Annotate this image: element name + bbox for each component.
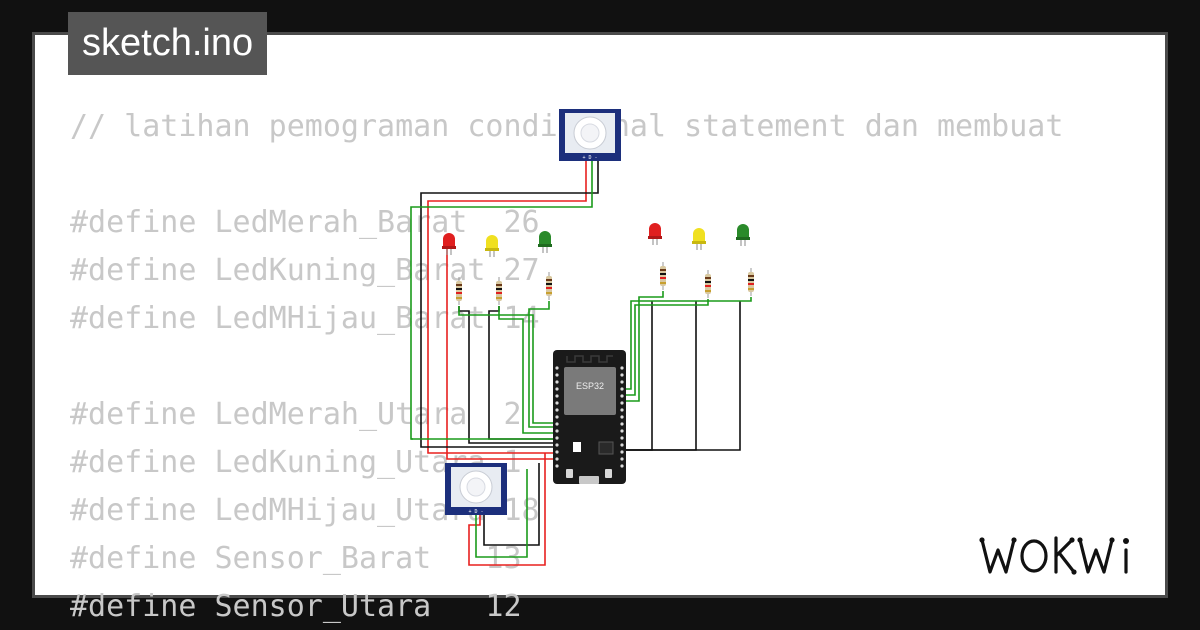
chip-label: ESP32 [576,381,604,391]
wokwi-logo [979,536,1129,575]
wire-green [624,297,752,390]
resistor[interactable] [660,262,666,290]
code-line: #define LedKuning_Barat 27 [70,253,540,288]
wire-black [624,301,653,451]
wire-green [528,301,555,428]
code-view: // latihan pemograman conditional statem… [35,35,1165,624]
led-red[interactable] [442,233,456,255]
pir-sensor-utara[interactable]: + D - [445,463,507,515]
usb-port [579,476,599,484]
wire-red [468,453,546,566]
usb-chip [598,441,614,455]
regulator [573,442,581,452]
antenna-trace [566,355,613,363]
pin-header-right [620,366,624,468]
resistor[interactable] [496,277,502,305]
svg-text:+ D -: + D - [582,155,597,161]
led-green[interactable] [736,224,750,246]
en-button[interactable] [566,469,573,478]
wire-black [624,301,741,451]
wire-black [488,306,555,440]
circuit-diagram: + D - + D - [410,109,754,566]
wire-green [475,469,528,558]
led-green[interactable] [538,231,552,253]
code-line: #define Sensor_Utara 12 [70,589,522,624]
wire-red [427,161,587,454]
led-red[interactable] [648,223,662,245]
file-tab[interactable]: sketch.ino [68,12,268,75]
code-line: #define Sensor_Barat 13 [70,541,522,576]
led-yellow[interactable] [692,228,706,250]
code-line: #define LedMerah_Barat 26 [70,205,540,240]
wire-green [624,291,664,402]
wire-green [624,299,709,396]
resistor[interactable] [705,270,711,298]
resistor[interactable] [546,272,552,300]
code-line: #define LedMerah_Utara 2 [70,397,522,432]
boot-button[interactable] [605,469,612,478]
code-line: #define LedMHijau_Utara 18 [70,493,540,528]
pin-header-left [555,366,559,468]
resistor[interactable] [748,268,754,296]
wire-black [420,161,599,448]
wire-green [498,306,555,434]
esp32-board[interactable]: ESP32 [553,350,626,484]
svg-text:+ D -: + D - [468,509,483,515]
resistor[interactable] [456,277,462,305]
code-line: #define LedKuning_Utara 1 [70,445,522,480]
wire-black [483,463,540,546]
wires [410,161,752,566]
code-line: #define LedMHijau_Barat 14 [70,301,540,336]
pir-sensor-barat[interactable]: + D - [559,109,621,161]
preview-frame: // latihan pemograman conditional statem… [32,32,1168,624]
led-yellow[interactable] [485,235,499,257]
wire-red [446,249,555,460]
wire-green [458,306,555,424]
